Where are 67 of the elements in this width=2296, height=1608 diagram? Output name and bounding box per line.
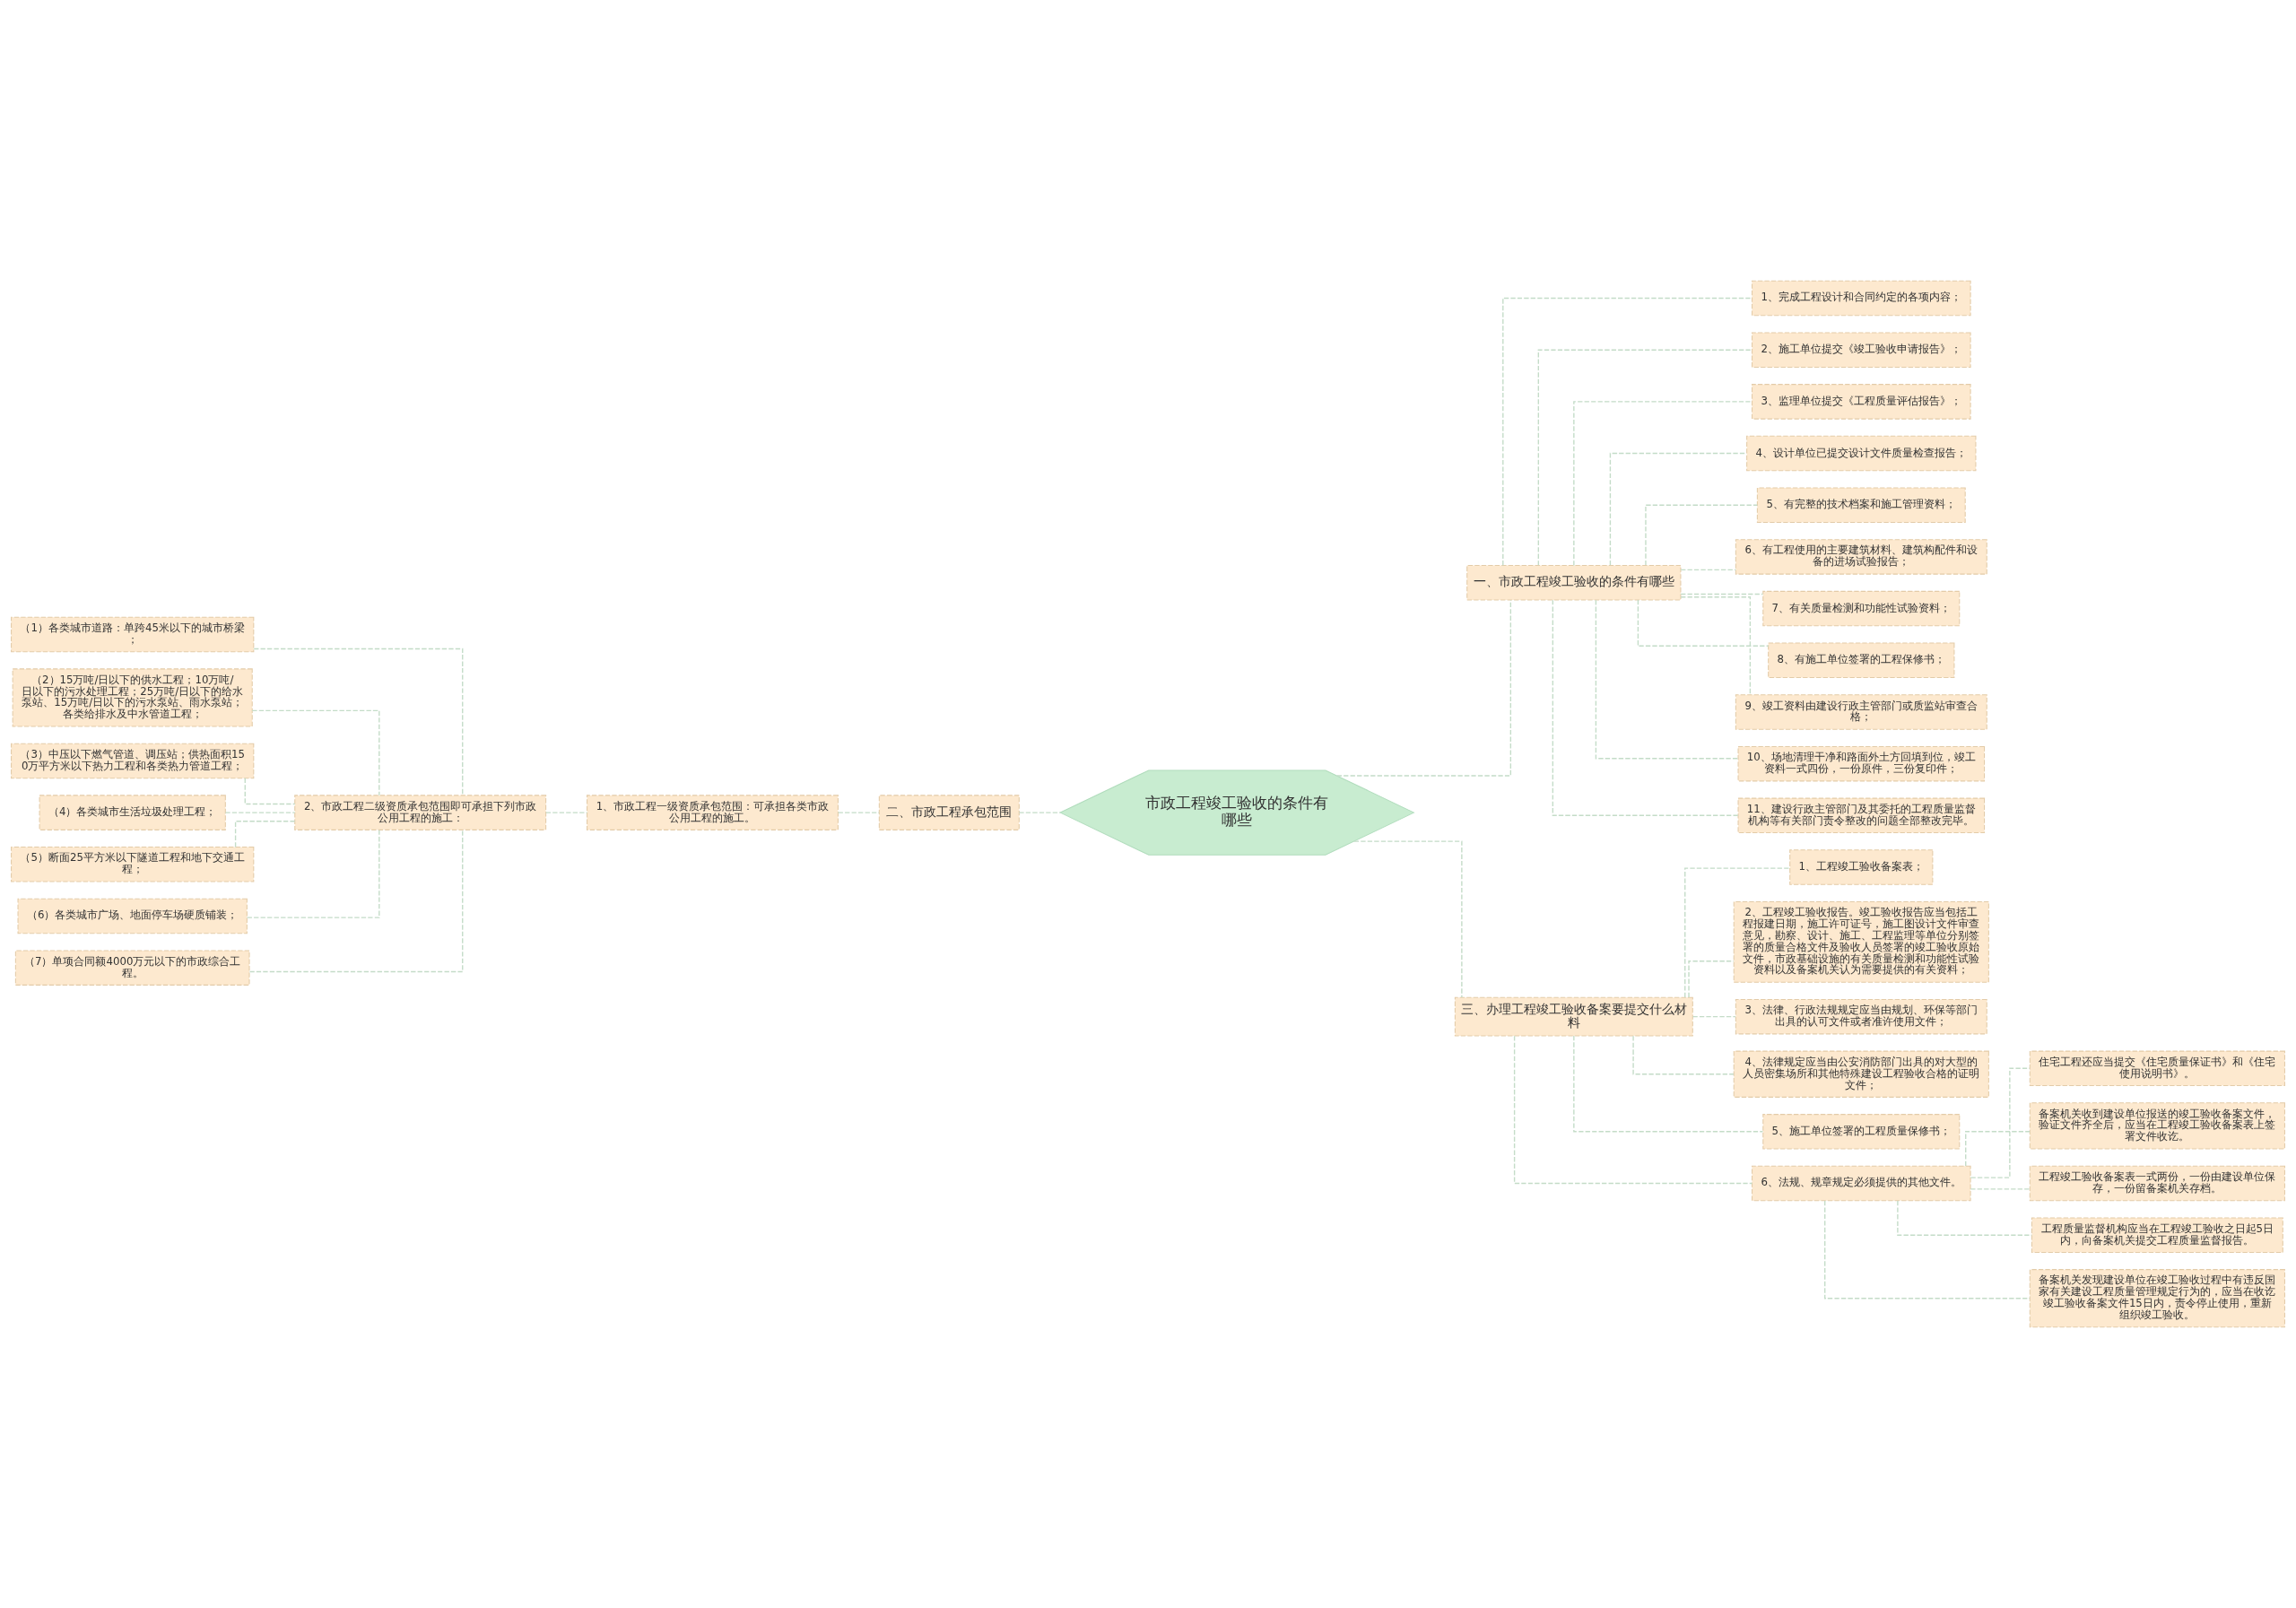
node-box: 5、有完整的技术档案和施工管理资料； <box>1756 487 1966 523</box>
connector <box>1552 599 1739 816</box>
node-box: 一、市政工程竣工验收的条件有哪些 <box>1466 565 1682 601</box>
node-box: （3）中压以下燃气管道、调压站；供热面积150万平方米以下热力工程和各类热力管道工程； <box>11 743 255 779</box>
connector <box>1573 1035 1764 1133</box>
node-box: （2）15万吨/日以下的供水工程；10万吨/日以下的污水处理工程；25万吨/日以下的给水泵站、15万吨/日以下的污水泵站、雨水泵站；各类给排水及中水管道工程； <box>12 668 253 727</box>
connector <box>253 648 464 796</box>
connector <box>1680 569 1736 571</box>
connector <box>1970 1188 2031 1190</box>
node-box: 1、工程竣工验收备案表； <box>1789 849 1934 885</box>
node-box: 三、办理工程竣工验收备案要提交什么材料 <box>1454 996 1693 1037</box>
connector <box>1680 596 1752 696</box>
connector <box>1632 1035 1735 1075</box>
node-box: 住宅工程还应当提交《住宅质量保证书》和《住宅使用说明书》。 <box>2029 1050 2285 1087</box>
connector <box>1684 867 1791 998</box>
connector <box>1336 599 1512 777</box>
connector <box>1692 1015 1736 1018</box>
connector <box>1537 349 1753 566</box>
node-box: 6、有工程使用的主要建筑材料、建筑构配件和设备的进场试验报告； <box>1735 539 1987 575</box>
connector <box>1645 504 1759 566</box>
node-box: 2、施工单位提交《竣工验收申请报告》； <box>1752 332 1971 368</box>
node-box: 8、有施工单位签署的工程保修书； <box>1768 642 1955 679</box>
node-box: 3、法律、行政法规规定应当由规划、环保等部门出具的认可文件或者准许使用文件； <box>1735 998 1987 1035</box>
connector <box>1573 401 1752 567</box>
connector <box>1897 1200 2032 1236</box>
connector <box>224 812 296 813</box>
connector <box>1353 840 1463 998</box>
node-box: 2、市政工程二级资质承包范围即可承担下列市政公用工程的施工： <box>294 795 547 830</box>
node-box: （4）各类城市生活垃圾处理工程； <box>39 795 226 830</box>
node-box: 7、有关质量检测和功能性试验资料； <box>1762 590 1961 627</box>
connector <box>248 829 464 973</box>
node-box: 9、竣工资料由建设行政主管部门或质监站审查合格； <box>1735 694 1987 730</box>
connector <box>1965 1131 2031 1167</box>
node-box: （7）单项合同额4000万元以下的市政综合工程。 <box>14 950 250 986</box>
node-box: 11、建设行政主管部门及其委托的工程质量监督机构等有关部门责令整改的问题全部整改完毕。 <box>1737 797 1986 834</box>
connector <box>545 812 588 813</box>
connector <box>1680 593 1764 595</box>
node-box: 5、施工单位签署的工程质量保修书； <box>1762 1114 1961 1150</box>
connector <box>1609 452 1747 566</box>
node-box: 备案机关收到建设单位报送的竣工验收备案文件，验证文件齐全后，应当在工程竣工验收备案表上签署文件收讫。 <box>2029 1102 2285 1150</box>
connector <box>1637 599 1770 647</box>
connector <box>1018 812 1061 813</box>
node-box: 1、完成工程设计和合同约定的各项内容； <box>1752 280 1971 317</box>
connector <box>1824 1200 2031 1299</box>
connector <box>1502 297 1752 567</box>
connector <box>244 778 296 805</box>
connector <box>837 812 880 813</box>
node-box: （5）断面25平方米以下隧道工程和地下交通工程； <box>11 847 255 882</box>
node-box: 工程质量监督机构应当在工程竣工验收之日起5日内，向备案机关提交工程质量监督报告。 <box>2031 1217 2283 1253</box>
node-box: 1、市政工程一级资质承包范围：可承担各类市政公用工程的施工。 <box>587 795 839 830</box>
node-box: 工程竣工验收备案表一式两份，一份由建设单位保存，一份留备案机关存档。 <box>2029 1165 2285 1202</box>
connector <box>1688 960 1735 998</box>
node-box: （1）各类城市道路：单跨45米以下的城市桥梁； <box>11 616 255 653</box>
node-box: 4、法律规定应当由公安消防部门出具的对大型的人员密集场所和其他特殊建设工程验收合格的证明文件； <box>1733 1050 1989 1098</box>
connector <box>246 829 380 918</box>
node-box: 4、设计单位已提交设计文件质量检查报告； <box>1746 435 1977 472</box>
connector <box>234 821 296 848</box>
node-box: 10、场地清理干净和路面外土方回填到位，竣工资料一式四份，一份原件，三份复印件； <box>1737 745 1986 782</box>
node-box: 二、市政工程承包范围 <box>878 795 1020 830</box>
node-box: （6）各类城市广场、地面停车场硬质铺装； <box>17 898 248 934</box>
node-box: 备案机关发现建设单位在竣工验收过程中有违反国家有关建设工程质量管理规定行为的，应当在收讫竣工验收备案文件15日内，责令停止使用，重新组织竣工验收。 <box>2029 1269 2285 1328</box>
connector <box>1513 1035 1753 1185</box>
node-box: 3、监理单位提交《工程质量评估报告》； <box>1752 384 1971 420</box>
node-box: 2、工程竣工验收报告。竣工验收报告应当包括工程报建日期，施工许可证号，施工图设计文件审查意见，勘察、设计、施工、工程监理等单位分别签署的质量合格文件及验收人员签署的竣工验收原始文件，市政基础设施的有关质量检测和功能性试验资料以及备案机关认为需要提供的有关资料； <box>1733 900 1989 983</box>
connector <box>251 709 380 796</box>
connector <box>1595 599 1739 760</box>
node-box: 6、法规、规章规定必须提供的其他文件。 <box>1752 1165 1971 1202</box>
